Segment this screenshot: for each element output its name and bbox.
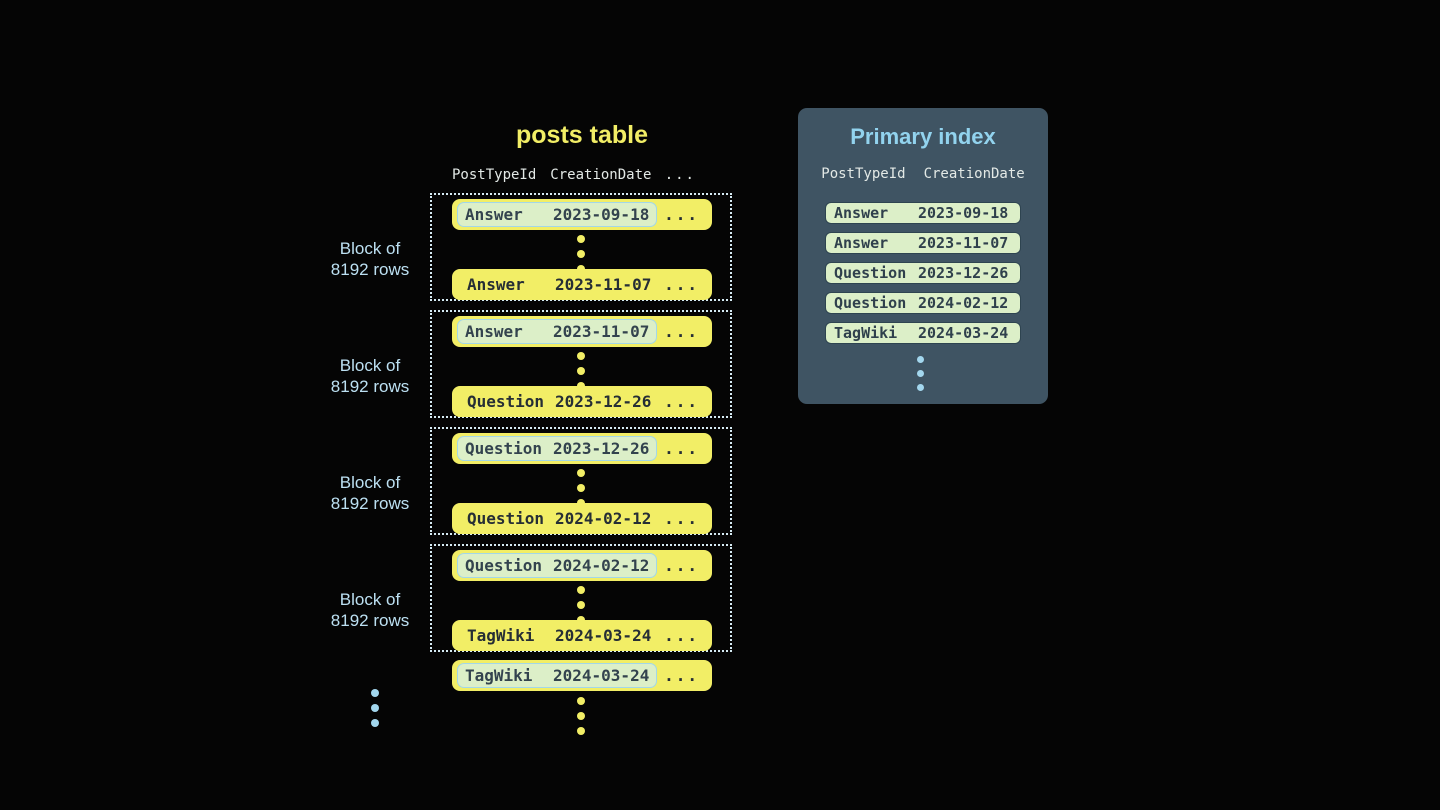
hidden-rows-ellipsis-icon [577, 469, 585, 507]
creation-date-cell: 2023-11-07 [555, 275, 652, 294]
creation-date-cell: 2023-09-18 [918, 204, 1009, 222]
more-columns-ellipsis: ... [664, 666, 699, 685]
more-blocks-ellipsis-icon [371, 689, 379, 727]
more-columns-ellipsis: ... [664, 205, 699, 224]
primary-index-panel: Primary index PostTypeId CreationDate An… [798, 108, 1048, 404]
posts-row-last: Question 2024-02-12 ... [452, 503, 712, 534]
block-size-label: Block of 8192 rows [318, 472, 422, 514]
creation-date-cell: 2023-12-26 [553, 439, 650, 458]
creation-date-cell: 2024-02-12 [555, 509, 652, 528]
block-size-label-line2: 8192 rows [330, 611, 410, 630]
posts-row-last: Question 2023-12-26 ... [452, 386, 712, 417]
column-posttypeid: PostTypeId [821, 166, 906, 182]
more-rows-ellipsis-icon [577, 697, 585, 735]
indexed-columns-pill: Question 2023-12-26 [457, 436, 658, 461]
primary-index-title: Primary index [850, 124, 996, 149]
block-3: Question 2023-12-26 ... Question 2024-02… [430, 427, 732, 535]
posts-row-next-block-first: TagWiki 2024-03-24 ... [452, 660, 712, 691]
block-size-label: Block of 8192 rows [318, 238, 422, 280]
primary-index-rows: Answer 2023-09-18 Answer 2023-11-07 Ques… [825, 202, 1021, 344]
creation-date-cell: 2024-02-12 [918, 294, 1009, 312]
block-size-label-line1: Block of [339, 590, 401, 609]
column-creationdate: CreationDate [550, 167, 652, 183]
indexed-columns-pill: TagWiki 2024-03-24 [457, 663, 658, 688]
post-type-cell: Question [834, 264, 907, 282]
posts-row-first: Question 2023-12-26 ... [452, 433, 712, 464]
posts-row-last: TagWiki 2024-03-24 ... [452, 620, 712, 651]
indexed-columns-pill: Answer 2023-11-07 [457, 319, 658, 344]
index-row: Answer 2023-09-18 [825, 202, 1021, 224]
more-columns-ellipsis: ... [664, 509, 699, 528]
column-more-ellipsis: ... [664, 167, 696, 183]
post-type-cell: Answer [465, 205, 523, 224]
creation-date-cell: 2023-12-26 [918, 264, 1009, 282]
more-columns-ellipsis: ... [664, 626, 699, 645]
hidden-rows-ellipsis-icon [577, 586, 585, 624]
more-columns-ellipsis: ... [664, 439, 699, 458]
block-size-label-line2: 8192 rows [330, 377, 410, 396]
post-type-cell: Question [834, 294, 907, 312]
post-type-cell: TagWiki [465, 666, 533, 685]
column-creationdate: CreationDate [923, 166, 1025, 182]
creation-date-cell: 2024-02-12 [553, 556, 650, 575]
creation-date-cell: 2024-03-24 [553, 666, 650, 685]
creation-date-cell: 2023-09-18 [553, 205, 650, 224]
block-size-label: Block of 8192 rows [318, 589, 422, 631]
hidden-rows-ellipsis-icon [577, 235, 585, 273]
more-index-entries-ellipsis-icon [917, 356, 924, 391]
post-type-cell: Question [467, 392, 545, 411]
hidden-rows-ellipsis-icon [577, 352, 585, 390]
creation-date-cell: 2023-12-26 [555, 392, 652, 411]
column-posttypeid: PostTypeId [452, 167, 537, 183]
creation-date-cell: 2024-03-24 [555, 626, 652, 645]
creation-date-cell: 2024-03-24 [918, 324, 1009, 342]
index-row: Answer 2023-11-07 [825, 232, 1021, 254]
block-size-label: Block of 8192 rows [318, 355, 422, 397]
post-type-cell: TagWiki [467, 626, 535, 645]
more-columns-ellipsis: ... [664, 392, 699, 411]
primary-index-column-header: PostTypeId CreationDate [798, 166, 1048, 182]
post-type-cell: Question [465, 439, 543, 458]
post-type-cell: Answer [834, 204, 889, 222]
posts-row-first: Answer 2023-09-18 ... [452, 199, 712, 230]
posts-row-last: Answer 2023-11-07 ... [452, 269, 712, 300]
more-columns-ellipsis: ... [664, 556, 699, 575]
posts-row-first: Question 2024-02-12 ... [452, 550, 712, 581]
index-row: Question 2024-02-12 [825, 292, 1021, 314]
block-2: Answer 2023-11-07 ... Question 2023-12-2… [430, 310, 732, 418]
block-size-label-line2: 8192 rows [330, 260, 410, 279]
indexed-columns-pill: Question 2024-02-12 [457, 553, 658, 578]
more-columns-ellipsis: ... [664, 275, 699, 294]
post-type-cell: Answer [467, 275, 525, 294]
block-1: Answer 2023-09-18 ... Answer 2023-11-07 … [430, 193, 732, 301]
block-size-label-line1: Block of [339, 239, 401, 258]
block-size-label-line1: Block of [339, 473, 401, 492]
post-type-cell: Answer [834, 234, 889, 252]
posts-row-first: Answer 2023-11-07 ... [452, 316, 712, 347]
post-type-cell: Question [465, 556, 543, 575]
block-4: Question 2024-02-12 ... TagWiki 2024-03-… [430, 544, 732, 652]
post-type-cell: Answer [465, 322, 523, 341]
post-type-cell: TagWiki [834, 324, 898, 342]
block-size-label-line2: 8192 rows [330, 494, 410, 513]
creation-date-cell: 2023-11-07 [918, 234, 1009, 252]
posts-table-column-header: PostTypeId CreationDate ... [452, 167, 712, 183]
post-type-cell: Question [467, 509, 545, 528]
indexed-columns-pill: Answer 2023-09-18 [457, 202, 658, 227]
index-row: TagWiki 2024-03-24 [825, 322, 1021, 344]
posts-table-title: posts table [516, 121, 648, 149]
block-size-label-line1: Block of [339, 356, 401, 375]
creation-date-cell: 2023-11-07 [553, 322, 650, 341]
index-row: Question 2023-12-26 [825, 262, 1021, 284]
more-columns-ellipsis: ... [664, 322, 699, 341]
